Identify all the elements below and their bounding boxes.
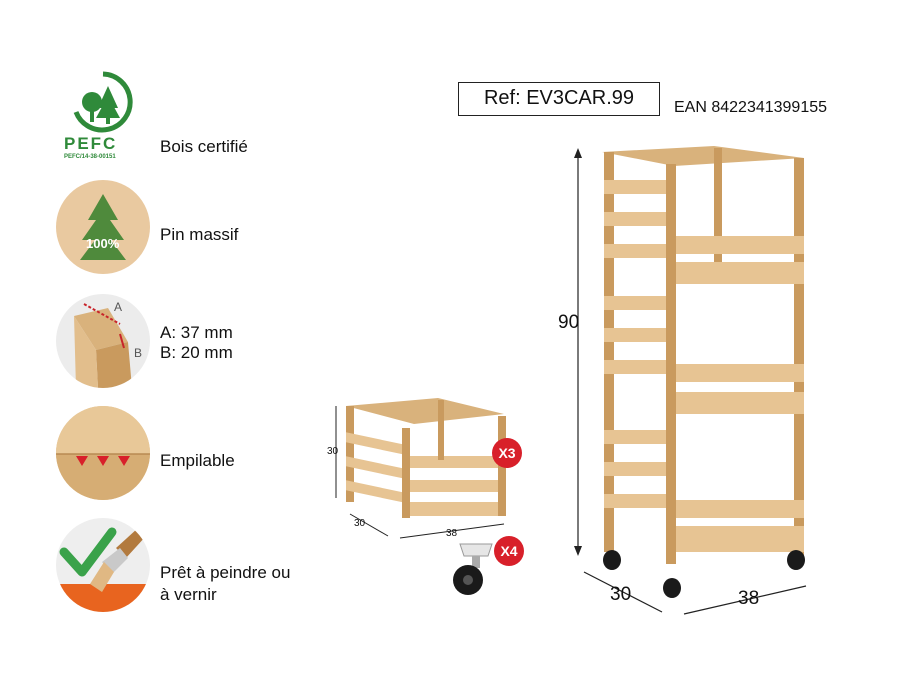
feature-label-a: A: 37 mm [160, 323, 233, 342]
pine-badge-text: 100% [86, 236, 120, 251]
crate-count-badge: X3 [492, 438, 522, 468]
plank-tag-b: B [134, 346, 143, 360]
feature-label-line2: à vernir [160, 585, 217, 604]
crate-tower-illustration [574, 140, 824, 620]
tower-depth-label: 30 [610, 584, 632, 605]
caster-wheel-icon [448, 540, 498, 598]
plank-tag-a: A [114, 300, 123, 314]
crate-depth-label: 30 [354, 518, 366, 529]
feature-pine: 100% Pin massif [56, 180, 316, 274]
single-crate-illustration [326, 392, 526, 542]
pefc-logo-icon: PEFC PEFC/14-38-00151 [62, 68, 144, 160]
tower-height-label: 90 [558, 312, 580, 333]
stackable-icon [56, 406, 150, 500]
wheel-count-badge: X4 [494, 536, 524, 566]
pefc-logo-text: PEFC [64, 134, 118, 153]
feature-label-b: B: 20 mm [160, 343, 233, 362]
crate-width-label: 38 [446, 528, 458, 539]
plank-dimension-icon: A B [56, 294, 150, 388]
feature-label: Empilable [160, 451, 235, 470]
reference-box: Ref: EV3CAR.99 [458, 82, 660, 116]
feature-plank-dimensions: A B A: 37 mm B: 20 mm [56, 294, 316, 388]
feature-stackable: Empilable [56, 406, 316, 500]
paint-brush-check-icon [56, 518, 150, 612]
ean-code: EAN 8422341399155 [674, 99, 828, 116]
pefc-logo-code: PEFC/14-38-00151 [64, 154, 116, 160]
feature-label: Pin massif [160, 225, 239, 244]
feature-paintable: Prêt à peindre ou à vernir [56, 518, 316, 612]
tower-width-label: 38 [738, 588, 760, 609]
pine-tree-icon: 100% [56, 180, 150, 274]
feature-label-line1: Prêt à peindre ou [160, 563, 291, 582]
feature-label: Bois certifié [160, 137, 248, 156]
crate-height-label: 30 [327, 446, 339, 457]
feature-pefc: PEFC PEFC/14-38-00151 Bois certifié [56, 64, 316, 160]
